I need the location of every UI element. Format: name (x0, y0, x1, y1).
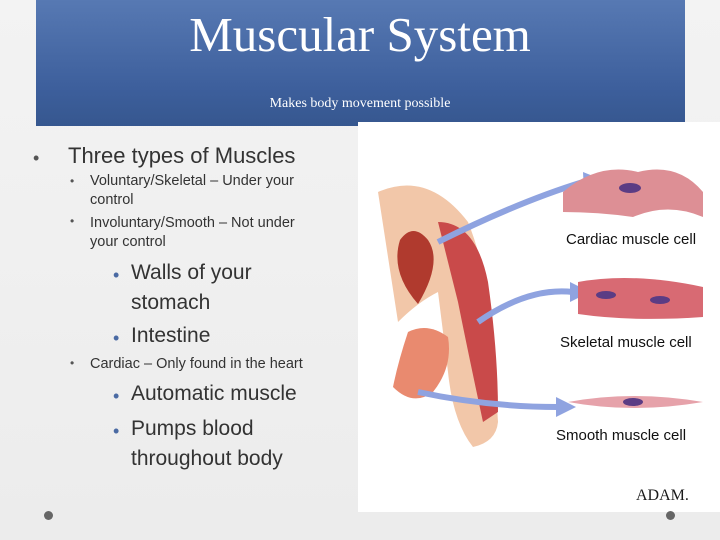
cardiac-label: Cardiac muscle cell (566, 231, 696, 248)
bullet-dot: • (113, 386, 120, 406)
sub-list-item-line: Automatic muscle (131, 382, 297, 405)
list-item-line: your control (90, 234, 166, 250)
adam-logo: ADAM. (636, 487, 689, 504)
slide-subtitle: Makes body movement possible (269, 96, 451, 111)
bullet-dot: • (113, 328, 120, 348)
sub-list-item: Automatic muscle (131, 379, 297, 409)
arrow-to-skeletal (476, 288, 574, 325)
slide-title: Muscular System (189, 7, 531, 62)
list-item: Voluntary/Skeletal – Under your control (90, 172, 294, 210)
sub-list-item: Walls of your stomach (131, 258, 252, 318)
list-item-line: control (90, 192, 134, 208)
sub-list-item-line: throughout body (131, 447, 283, 470)
list-item-line: Involuntary/Smooth – Not under (90, 215, 295, 231)
bullet-dot: • (113, 421, 120, 441)
nucleus-shape (623, 398, 643, 406)
arrow-head (556, 397, 576, 417)
skeletal-label: Skeletal muscle cell (560, 334, 692, 351)
corner-dot (666, 511, 675, 520)
cardiac-cell-shape (563, 169, 703, 217)
sub-list-item-line: Pumps blood (131, 417, 254, 440)
list-item-line: Cardiac – Only found in the heart (90, 356, 303, 372)
muscle-illustration: Cardiac muscle cell Skeletal muscle cell… (358, 122, 720, 512)
sub-list-item-line: Intestine (131, 324, 211, 347)
bullet-dot: • (70, 356, 75, 370)
bullet-dot: • (70, 174, 75, 188)
arrow-to-cardiac (436, 179, 584, 245)
heading-bullet: Three types of Muscles (68, 143, 296, 168)
bullet-dot: • (70, 214, 75, 228)
nucleus-shape (650, 296, 670, 304)
corner-dot (44, 511, 53, 520)
skeletal-cell-shape (578, 278, 703, 319)
sub-list-item-line: Walls of your (131, 261, 252, 284)
nucleus-shape (619, 183, 641, 193)
list-item: Involuntary/Smooth – Not under your cont… (90, 214, 295, 252)
bullet-dot: • (113, 265, 120, 285)
title-banner (36, 0, 685, 126)
sub-list-item: Intestine (131, 321, 210, 351)
sub-list-item: Pumps blood throughout body (131, 414, 283, 474)
stomach-shape (393, 328, 449, 399)
heart-shape (397, 231, 434, 304)
list-item: Cardiac – Only found in the heart (90, 355, 303, 374)
sub-list-item-line: stomach (131, 291, 211, 314)
arrow-to-smooth (417, 389, 559, 410)
arm-muscle-shape (438, 222, 498, 422)
nucleus-shape (596, 291, 616, 299)
smooth-label: Smooth muscle cell (556, 427, 686, 444)
list-item-line: Voluntary/Skeletal – Under your (90, 173, 294, 189)
bullet-dot: • (33, 148, 40, 168)
